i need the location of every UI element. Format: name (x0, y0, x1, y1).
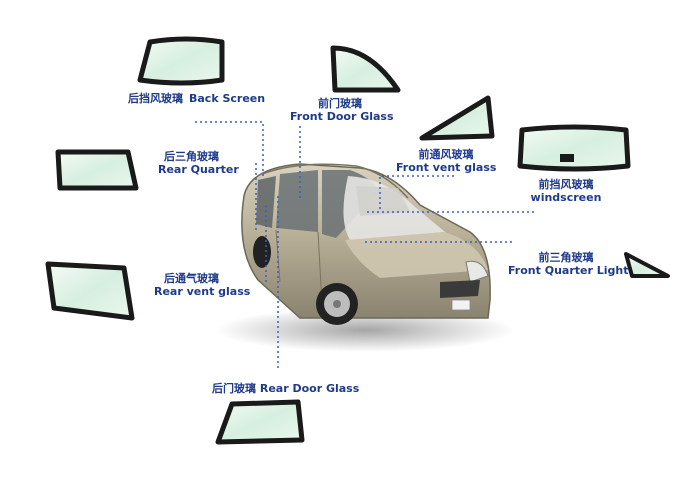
leader-front-vent (379, 175, 454, 210)
leader-lines (195, 121, 534, 368)
label-en: Back Screen (189, 92, 266, 105)
label-rear-vent-glass: 后通气玻璃 Rear vent glass (154, 272, 250, 298)
car-illustration (215, 163, 515, 352)
car-side-window-rear (276, 170, 318, 232)
label-rear-door-glass: 后门玻璃 Rear Door Glass (212, 382, 359, 395)
label-en: Front Door Glass (290, 110, 394, 123)
front-vent-glass (419, 95, 495, 141)
car-rear-wheel (253, 236, 271, 268)
label-zh: 前三角玻璃 (538, 251, 594, 264)
label-windscreen: 前挡风玻璃 windscreen (526, 178, 606, 204)
label-front-quarter-light: 前三角玻璃 Front Quarter Light (508, 251, 629, 277)
label-en: windscreen (530, 191, 602, 204)
label-back-screen: 后挡风玻璃 (128, 92, 183, 105)
label-zh: 前通风玻璃 (418, 148, 474, 161)
label-zh: 后门玻璃 (212, 382, 256, 395)
label-en: Front vent glass (396, 161, 497, 174)
car-shadow (215, 308, 515, 352)
windscreen-mirror-mount (560, 154, 574, 162)
label-en: Front Quarter Light (508, 264, 629, 277)
rear-quarter-glass (55, 149, 139, 191)
label-zh: 前挡风玻璃 (538, 178, 594, 191)
label-zh: 后三角玻璃 (164, 150, 219, 163)
label-zh: 前门玻璃 (318, 97, 362, 110)
windscreen-glass (517, 124, 631, 172)
rear-door-glass (215, 399, 305, 445)
car-rear-window (256, 176, 276, 228)
label-back-screen-en: Back Screen (189, 92, 265, 105)
label-front-door-glass: 前门玻璃 Front Door Glass (290, 97, 394, 123)
rear-vent-glass (45, 261, 135, 321)
label-en: Rear vent glass (154, 285, 251, 298)
label-zh: 后挡风玻璃 (128, 92, 183, 105)
label-zh: 后通气玻璃 (164, 272, 219, 285)
car-front-wheel (316, 283, 358, 325)
label-rear-quarter: 后三角玻璃 Rear Quarter (158, 150, 239, 176)
label-front-vent-glass: 前通风玻璃 Front vent glass (396, 148, 496, 174)
front-door-glass (330, 45, 401, 93)
label-en: Rear Door Glass (259, 382, 360, 395)
front-quarter-light-glass (624, 252, 670, 278)
label-en: Rear Quarter (158, 163, 239, 176)
back-screen-glass (137, 36, 225, 86)
